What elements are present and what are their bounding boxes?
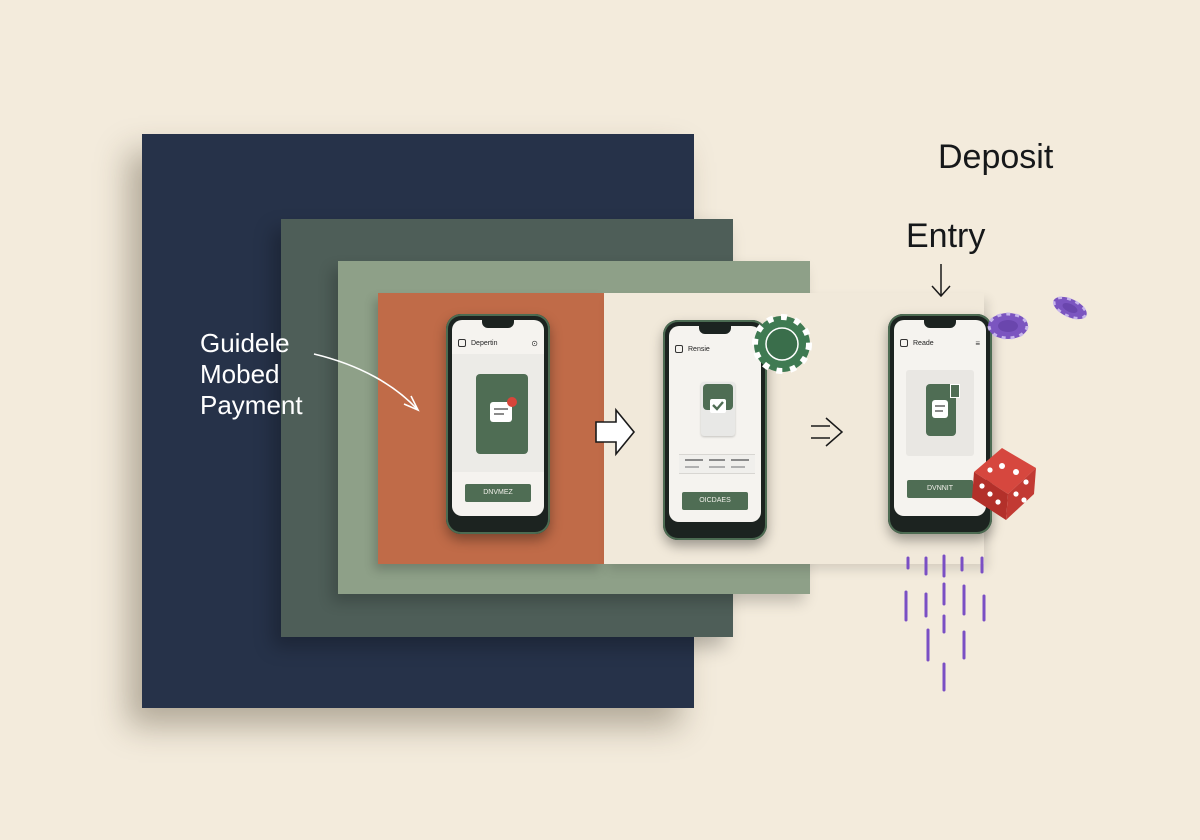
app-icon — [675, 345, 683, 353]
guide-label-line: Mobed — [200, 359, 280, 389]
phone-screen: Depertin ⊙ DNVMEZ — [452, 320, 544, 516]
phone-status-bar: Reade ≡ — [900, 336, 980, 350]
poker-chip-icon — [987, 312, 1029, 340]
rain-lines — [904, 554, 986, 692]
deposit-heading: Deposit — [938, 138, 1054, 176]
phone-status-label: Depertin — [471, 339, 498, 347]
document-icon — [932, 400, 948, 418]
phone-screen: Reade ≡ DVNNIT — [894, 320, 986, 516]
menu-icon: ≡ — [975, 338, 980, 348]
notification-icon — [507, 397, 517, 407]
arrow-down-icon — [931, 264, 951, 298]
details-row — [679, 454, 755, 474]
app-icon — [458, 339, 466, 347]
phone-notch — [482, 320, 514, 328]
clock-icon: ⊙ — [531, 338, 538, 348]
phone-status-label: Rensie — [688, 345, 710, 353]
entry-button[interactable]: DVNNIT — [907, 480, 973, 498]
phone-step-3[interactable]: Reade ≡ DVNNIT — [888, 314, 992, 534]
confirm-button[interactable]: OICDAES — [682, 492, 748, 510]
poker-chip-icon — [1052, 296, 1088, 320]
deposit-button[interactable]: DNVMEZ — [465, 484, 531, 502]
phone-notch — [699, 326, 731, 334]
app-icon — [900, 339, 908, 347]
phone-status-bar: Rensie — [675, 342, 755, 356]
bookmark-icon — [950, 384, 960, 398]
phone-screen: Rensie OICDAES — [669, 326, 761, 522]
phone-status-label: Reade — [913, 339, 934, 347]
guide-label: Guidele Mobed Payment — [200, 328, 340, 421]
guide-label-line: Guidele — [200, 328, 290, 358]
phone-notch — [924, 320, 956, 328]
document-icon — [490, 402, 512, 422]
phone-step-2[interactable]: Rensie OICDAES — [663, 320, 767, 540]
phone-step-1[interactable]: Depertin ⊙ DNVMEZ — [446, 314, 550, 534]
phone-status-bar: Depertin ⊙ — [458, 336, 538, 350]
check-icon — [710, 399, 726, 413]
guide-label-line: Payment — [200, 390, 303, 420]
entry-heading: Entry — [906, 217, 986, 255]
